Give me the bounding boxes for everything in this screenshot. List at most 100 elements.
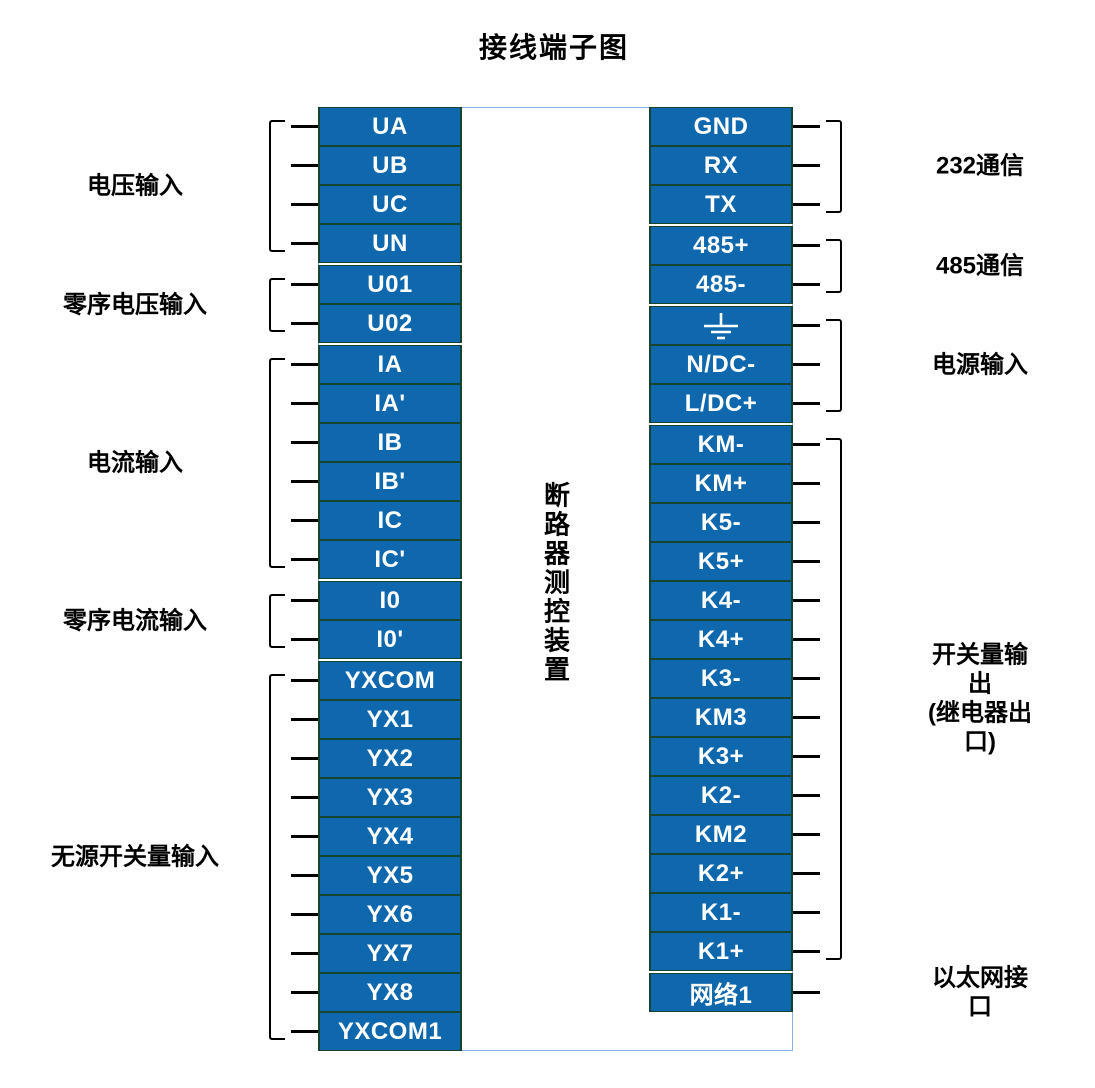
terminal-stub-k2minus [793, 794, 820, 797]
terminal-stub-ib-prime [291, 480, 318, 483]
terminal-ub: UB [320, 147, 460, 184]
terminal-stub-ic [291, 519, 318, 522]
relay-output-label: 开关量输出 (继电器出口) [928, 640, 1032, 756]
terminal-stub-un [291, 242, 318, 245]
terminal-k2plus: K2+ [651, 855, 791, 892]
terminal-stub-k5minus [793, 521, 820, 524]
current-input-label: 电流输入 [87, 448, 183, 476]
terminal-stub-yx4 [291, 835, 318, 838]
current-input-group [318, 345, 462, 579]
terminal-stub-yx5 [291, 874, 318, 877]
terminal-ib: IB [320, 424, 460, 461]
terminal-un: UN [320, 225, 460, 262]
voltage-input-bracket [269, 119, 285, 252]
terminal-485-minus: 485- [651, 266, 791, 303]
terminal-ndcminus: N/DC- [651, 346, 791, 383]
terminal-earth-ground [651, 307, 791, 344]
terminal-k3minus: K3- [651, 660, 791, 697]
terminal-stub-k4minus [793, 599, 820, 602]
terminal-yx8: YX8 [320, 974, 460, 1011]
terminal-stub-ia [291, 363, 318, 366]
terminal-stub-ia-prime [291, 402, 318, 405]
terminal-k5minus: K5- [651, 504, 791, 541]
terminal-stub-k5plus [793, 560, 820, 563]
passive-switch-input-bracket [269, 673, 285, 1040]
terminal-stub-kmminus [793, 443, 820, 446]
terminal-u01: U01 [320, 266, 460, 303]
terminal-stub-k1minus [793, 911, 820, 914]
rs485-comm-label: 485通信 [935, 251, 1025, 279]
terminal-stub-i0-prime [291, 638, 318, 641]
terminal-stub-ldcplus [793, 402, 820, 405]
terminal-stub-485-minus [793, 283, 820, 286]
terminal-yxcom1: YXCOM1 [320, 1013, 460, 1050]
terminal-stub-rx [793, 164, 820, 167]
terminal-stub-k3plus [793, 755, 820, 758]
terminal-yx7: YX7 [320, 935, 460, 972]
rs232-comm-bracket [826, 119, 842, 213]
zero-seq-voltage-input-label: 零序电压输入 [63, 290, 207, 318]
terminal-k4plus: K4+ [651, 621, 791, 658]
terminal-gnd: GND [651, 108, 791, 145]
terminal-stub-yx8 [291, 991, 318, 994]
terminal-k1minus: K1- [651, 894, 791, 931]
terminal-yx4: YX4 [320, 818, 460, 855]
terminal-network1: 网络1 [651, 974, 791, 1011]
terminal-yx1: YX1 [320, 701, 460, 738]
terminal-rx: RX [651, 147, 791, 184]
terminal-stub-yx7 [291, 952, 318, 955]
terminal-stub-yxcom [291, 679, 318, 682]
zero-seq-voltage-input-bracket [269, 277, 285, 332]
terminal-stub-km2 [793, 833, 820, 836]
terminal-stub-yx1 [291, 718, 318, 721]
terminal-stub-tx [793, 203, 820, 206]
terminal-k5plus: K5+ [651, 543, 791, 580]
zero-seq-current-input-bracket [269, 593, 285, 648]
terminal-ia-prime: IA' [320, 385, 460, 422]
terminal-stub-k2plus [793, 872, 820, 875]
terminal-k1plus: K1+ [651, 933, 791, 970]
terminal-stub-ib [291, 441, 318, 444]
voltage-input-label: 电压输入 [87, 171, 183, 199]
terminal-stub-ndcminus [793, 363, 820, 366]
terminal-stub-ic-prime [291, 558, 318, 561]
terminal-stub-yx3 [291, 796, 318, 799]
terminal-i0: I0 [320, 582, 460, 619]
power-input-bracket [826, 318, 842, 412]
rs485-comm-bracket [826, 238, 842, 293]
terminal-stub-uc [291, 203, 318, 206]
terminal-stub-u02 [291, 322, 318, 325]
rs232-comm-label: 232通信 [935, 152, 1025, 180]
terminal-stub-ua [291, 125, 318, 128]
terminal-stub-485-plus [793, 244, 820, 247]
terminal-yx5: YX5 [320, 857, 460, 894]
terminal-k4minus: K4- [651, 582, 791, 619]
earth-ground-icon [704, 312, 738, 339]
diagram-title: 接线端子图 [478, 32, 629, 63]
terminal-stub-yx2 [291, 757, 318, 760]
ethernet-label: 以太网接口 [932, 964, 1028, 1021]
terminal-485-plus: 485+ [651, 227, 791, 264]
terminal-ib-prime: IB' [320, 463, 460, 500]
terminal-k3plus: K3+ [651, 738, 791, 775]
terminal-stub-k3minus [793, 677, 820, 680]
terminal-kmplus: KM+ [651, 465, 791, 502]
terminal-stub-earth-ground [793, 324, 820, 327]
passive-switch-input-label: 无源开关量输入 [51, 842, 219, 870]
terminal-ua: UA [320, 108, 460, 145]
terminal-stub-k4plus [793, 638, 820, 641]
current-input-bracket [269, 357, 285, 568]
terminal-yx3: YX3 [320, 779, 460, 816]
terminal-kmminus: KM- [651, 426, 791, 463]
terminal-stub-ub [291, 164, 318, 167]
terminal-stub-k1plus [793, 950, 820, 953]
terminal-tx: TX [651, 186, 791, 223]
terminal-stub-kmplus [793, 482, 820, 485]
terminal-stub-gnd [793, 125, 820, 128]
terminal-stub-network1 [793, 991, 820, 994]
terminal-ia: IA [320, 346, 460, 383]
relay-output-bracket [826, 437, 842, 960]
terminal-ic: IC [320, 502, 460, 539]
terminal-km2: KM2 [651, 816, 791, 853]
